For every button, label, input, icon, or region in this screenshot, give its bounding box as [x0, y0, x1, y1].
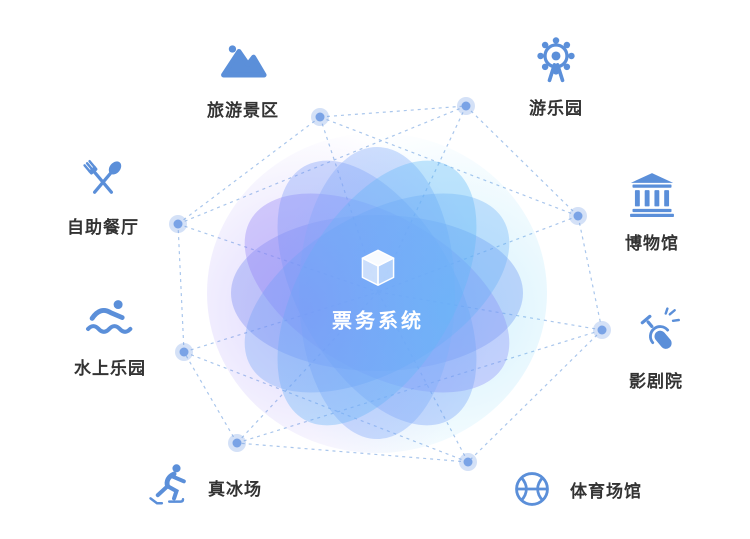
cube-icon	[356, 249, 400, 299]
swimmer-icon	[74, 294, 146, 346]
network-node	[169, 215, 187, 233]
satellite-label: 自助餐厅	[67, 218, 139, 237]
basketball-icon	[506, 463, 558, 515]
satellite-theater: 影剧院	[629, 307, 683, 392]
center-title: 票务系统	[332, 310, 424, 333]
network-node	[593, 321, 611, 339]
flower-tint-purple	[207, 133, 547, 453]
satellite-ice-rink: 真冰场	[144, 461, 262, 513]
network-node	[175, 343, 193, 361]
satellite-sports-venue: 体育场馆	[506, 463, 642, 515]
satellite-label: 博物馆	[625, 234, 679, 253]
ice-skater-icon	[144, 461, 196, 513]
satellite-scenic-area: 旅游景区	[207, 36, 279, 121]
network-node	[457, 97, 475, 115]
satellite-water-park: 水上乐园	[74, 294, 146, 379]
satellite-label: 游乐园	[529, 99, 583, 118]
network-node	[459, 453, 477, 471]
satellite-label: 影剧院	[629, 372, 683, 391]
satellite-label: 旅游景区	[207, 101, 279, 120]
satellite-amusement-park: 游乐园	[529, 34, 583, 119]
cutlery-icon	[67, 153, 139, 205]
satellite-label: 水上乐园	[74, 359, 146, 378]
center-system: 票务系统	[332, 247, 424, 334]
flower-tint-cyan	[207, 133, 547, 453]
ferris-wheel-icon	[529, 34, 583, 86]
satellite-museum: 博物馆	[625, 169, 679, 254]
mountain-icon	[207, 36, 279, 88]
satellite-buffet-restaurant: 自助餐厅	[67, 153, 139, 238]
microphone-icon	[629, 307, 683, 359]
museum-icon	[625, 169, 679, 221]
satellite-label: 体育场馆	[570, 481, 642, 501]
satellite-label: 真冰场	[208, 479, 262, 499]
network-node	[569, 207, 587, 225]
flower-petal	[231, 215, 523, 371]
network-node	[228, 434, 246, 452]
network-node	[311, 108, 329, 126]
